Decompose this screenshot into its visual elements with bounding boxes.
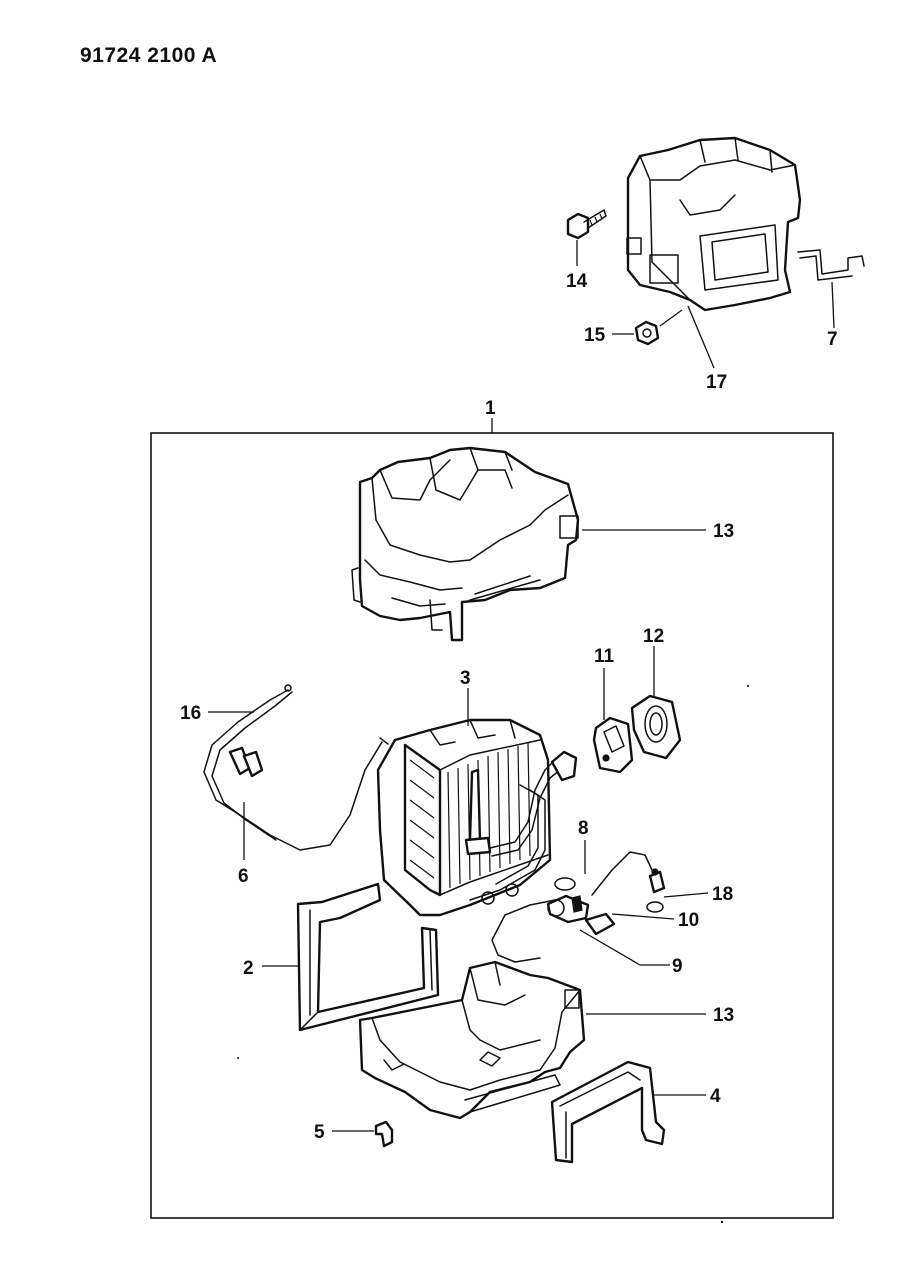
callout-14: 14	[566, 271, 588, 292]
expansion-valve-drawing	[491, 894, 616, 963]
callout-10: 10	[678, 910, 699, 931]
callout-3: 3	[460, 668, 471, 689]
callout-13-upper: 13	[713, 521, 734, 542]
o-ring-small-drawing	[646, 901, 664, 913]
callout-11: 11	[594, 646, 615, 667]
callout-8: 8	[578, 818, 589, 839]
callout-9: 9	[672, 956, 683, 977]
wiring-harness-drawing	[203, 684, 389, 851]
callout-17: 17	[706, 372, 727, 393]
seal-ring-drawing	[592, 716, 634, 774]
print-speck	[747, 685, 749, 687]
drawing-number: 91724 2100 A	[80, 44, 217, 67]
callout-7: 7	[827, 329, 838, 350]
lower-case-drawing	[358, 960, 586, 1120]
callout-6: 6	[238, 866, 249, 887]
callout-5: 5	[314, 1122, 325, 1143]
callout-13-lower: 13	[713, 1005, 734, 1026]
assembled-cooling-unit-drawing	[626, 136, 865, 312]
clip-drawing	[374, 1120, 394, 1148]
gasket-frame-drawing	[296, 882, 440, 1032]
bolt-drawing	[566, 209, 607, 240]
callout-12: 12	[643, 626, 664, 647]
callout-15: 15	[584, 325, 606, 346]
o-ring-drawing	[554, 877, 576, 891]
callout-2: 2	[243, 958, 254, 979]
duct-seal-drawing	[550, 1060, 666, 1164]
callout-1: 1	[485, 398, 496, 419]
callout-18: 18	[712, 884, 733, 905]
callout-4: 4	[710, 1086, 721, 1107]
thermistor-drawing	[591, 851, 666, 896]
grommet-drawing	[630, 694, 682, 760]
callout-16: 16	[180, 703, 201, 724]
print-speck	[720, 1220, 724, 1224]
upper-case-drawing	[351, 446, 580, 642]
callout-labels: 1 2 3 4 5 6 7 8 9 10 11 12 13 13 14 15 1…	[180, 271, 838, 1143]
evaporator-core-drawing	[376, 718, 578, 917]
print-speck	[237, 1057, 239, 1059]
nut-drawing	[634, 320, 660, 346]
